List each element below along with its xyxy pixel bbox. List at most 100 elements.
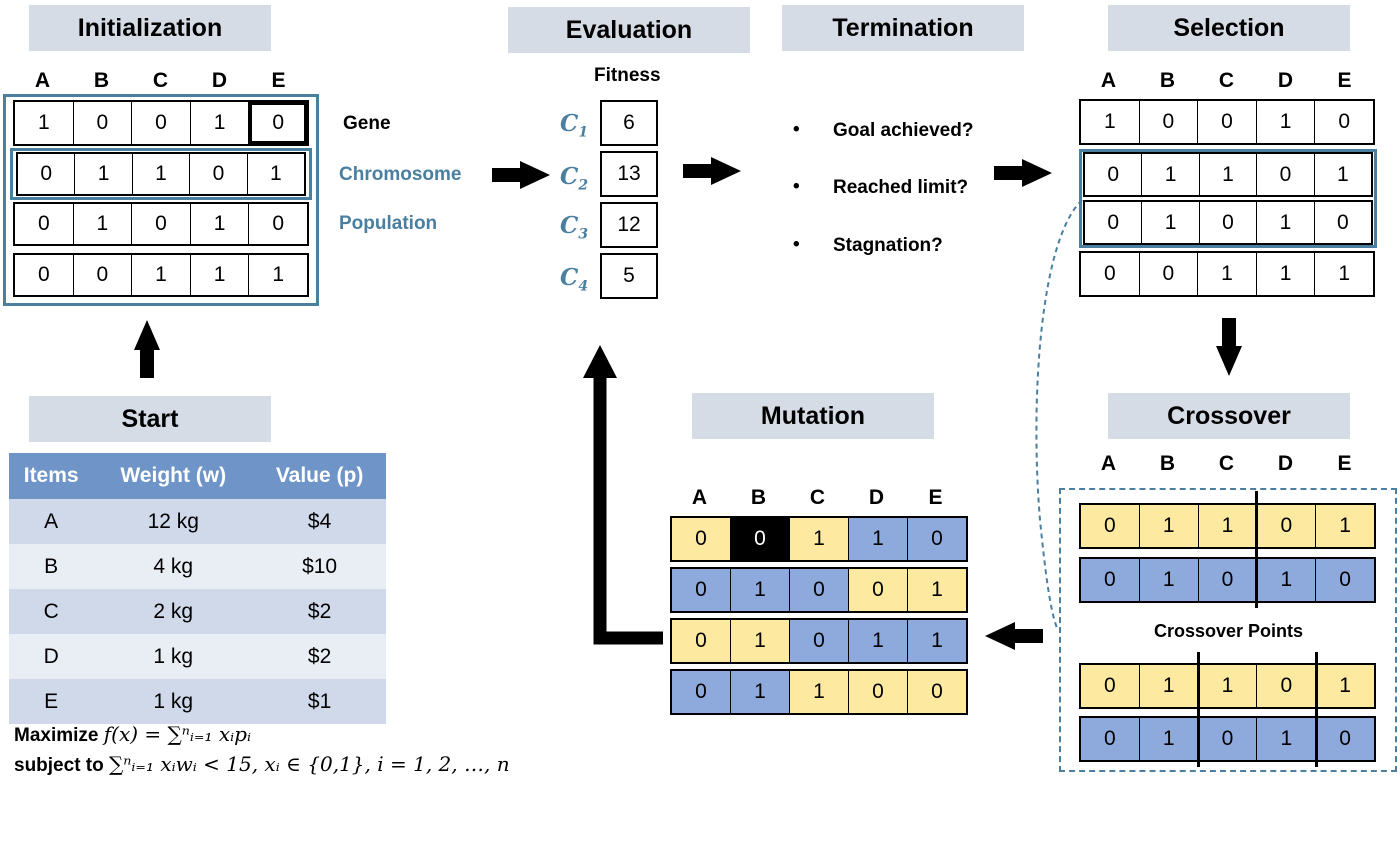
constraint-expression: ∑ⁿᵢ₌₁ xᵢwᵢ < 15, xᵢ ∈ {0,1}, i = 1, 2, …… (109, 752, 510, 776)
table-cell: 12 kg (93, 499, 254, 544)
initialization-row-3: 0 1 0 1 0 (13, 202, 309, 246)
termination-reached-limit: Reached limit? (833, 177, 969, 198)
gene-cell: 0 (15, 255, 74, 295)
table-cell: 2 kg (93, 589, 254, 634)
gene-cell: 0 (1081, 718, 1140, 760)
termination-header: Termination (782, 5, 1024, 51)
items-table-header: Items Weight (w) Value (p) (9, 453, 386, 499)
gene-cell: 1 (191, 204, 250, 244)
gene-cell: 0 (272, 212, 285, 235)
arrow-down-icon (1216, 318, 1242, 376)
column-c: C (809, 486, 826, 509)
table-row: C 2 kg $2 (9, 589, 386, 634)
gene-cell: 0 (1081, 665, 1140, 707)
gene-cell: 0 (1198, 718, 1258, 760)
gene-cell: 0 (1081, 253, 1140, 295)
table-cell: C (9, 589, 94, 634)
gene-cell: 1 (1081, 101, 1140, 143)
objective-expression: f(x) = ∑ⁿᵢ₌₁ xᵢpᵢ (103, 722, 251, 746)
mutation-column-headers: A B C D E (670, 486, 965, 510)
selection-header: Selection (1108, 5, 1350, 51)
column-d: D (1277, 69, 1294, 92)
gene-cell: 1 (269, 162, 282, 185)
items-table: Items Weight (w) Value (p) A 12 kg $4 B … (9, 453, 386, 724)
termination-stagnation: Stagnation? (833, 235, 943, 256)
mutation-row-1: 0 0 1 1 0 (670, 516, 968, 562)
chromosome-c3-label: C3 (560, 212, 589, 243)
column-a: A (1100, 452, 1117, 475)
gene-cell: 1 (1200, 154, 1258, 195)
gene-cell: 1 (1257, 202, 1315, 243)
gene-cell: 0 (1140, 101, 1199, 143)
table-cell: D (9, 634, 94, 679)
arrow-left-icon (985, 622, 1043, 650)
initialization-column-headers: A B C D E (13, 69, 308, 93)
chromosome-c4-label: C4 (560, 264, 589, 295)
gene-cell: 0 (1316, 718, 1374, 760)
gene-cell: 0 (1140, 253, 1199, 295)
population-label: Population (339, 213, 438, 234)
column-e: E (928, 486, 943, 509)
initialization-row-4: 0 0 1 1 1 (13, 253, 309, 297)
weight-column-header: Weight (w) (93, 453, 254, 499)
gene-cell: 0 (1085, 202, 1143, 243)
chromosome-frame (10, 148, 312, 200)
gene-cell: 0 (74, 102, 133, 144)
gene-cell: 0 (908, 518, 966, 560)
fitness-value: 5 (600, 253, 658, 299)
gene-cell: 1 (849, 518, 908, 560)
table-cell: $2 (253, 634, 386, 679)
maximize-word: Maximize (14, 725, 99, 746)
gene-cell: 1 (191, 255, 250, 295)
mutation-row-2: 0 1 0 0 1 (670, 567, 968, 613)
column-b: B (93, 69, 110, 92)
selection-row-3: 0 1 0 1 0 (1083, 200, 1373, 245)
gene-cell: 1 (191, 102, 250, 144)
table-cell: $4 (253, 499, 386, 544)
crossover-points-label: Crossover Points (1154, 621, 1304, 641)
gene-cell: 1 (1316, 505, 1374, 547)
gene-cell: 0 (672, 671, 731, 713)
objective-formula: Maximize f(x) = ∑ⁿᵢ₌₁ xᵢpᵢ (14, 722, 251, 747)
table-row: A 12 kg $4 (9, 499, 386, 544)
crossover-frame (1059, 488, 1397, 772)
termination-bullet: • (793, 176, 800, 197)
gene-cell: 1 (790, 671, 849, 713)
column-b: B (1159, 452, 1176, 475)
initialization-header: Initialization (29, 5, 271, 51)
gene-cell: 0 (1257, 505, 1317, 547)
table-cell: B (9, 544, 94, 589)
gene-label: Gene (343, 113, 391, 134)
column-d: D (1277, 452, 1294, 475)
crossover-parent-1: 0 1 1 0 1 (1079, 503, 1376, 549)
table-row: E 1 kg $1 (9, 679, 386, 724)
gene-cell: 1 (1257, 253, 1316, 295)
crossover-point-line (1197, 652, 1200, 767)
column-b: B (1159, 69, 1176, 92)
fitness-value: 13 (600, 151, 658, 197)
crossover-column-headers: A B C D E (1079, 452, 1374, 476)
arrow-up-icon (134, 320, 160, 378)
mutation-header: Mutation (692, 393, 934, 439)
table-cell: 1 kg (93, 679, 254, 724)
gene-cell-highlighted: 0 (249, 102, 307, 144)
column-b: B (750, 486, 767, 509)
table-cell: $10 (253, 544, 386, 589)
selection-row-1: 1 0 0 1 0 (1079, 99, 1375, 145)
gene-cell: 0 (672, 620, 731, 662)
mutated-gene-cell: 0 (731, 518, 790, 560)
gene-cell: 1 (790, 518, 849, 560)
table-row: D 1 kg $2 (9, 634, 386, 679)
termination-bullet: • (793, 119, 800, 140)
crossover-point-line (1315, 652, 1318, 767)
crossover-child-2: 0 1 0 1 0 (1079, 716, 1376, 762)
subject-to-word: subject to (14, 755, 104, 776)
gene-cell: 0 (1085, 154, 1143, 195)
chromosome-c2-label: C2 (560, 163, 589, 194)
gene-cell: 1 (1139, 505, 1199, 547)
gene-cell: 0 (849, 671, 908, 713)
gene-cell: 1 (272, 263, 285, 286)
mutation-row-3: 0 1 0 1 1 (670, 618, 968, 664)
gene-cell: 0 (672, 569, 731, 611)
column-c: C (1218, 452, 1235, 475)
